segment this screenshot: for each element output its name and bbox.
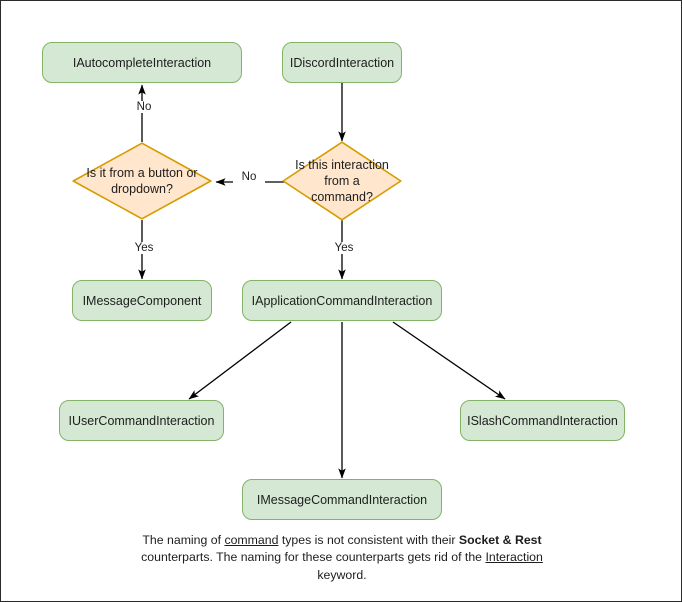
diagram-caption: The naming of command types is not consi… bbox=[132, 532, 552, 584]
node-decision-button-or-dropdown[interactable]: Is it from a button or dropdown? bbox=[72, 142, 212, 220]
caption-text: counterparts gets rid of the bbox=[335, 550, 486, 565]
node-label: Is this interaction from a command? bbox=[295, 157, 389, 205]
caption-text: counterparts. The naming for these bbox=[141, 550, 333, 565]
edge-label-no-left: No bbox=[233, 171, 265, 183]
diamond-shape bbox=[282, 141, 402, 221]
edge-label-yes-right: Yes bbox=[326, 242, 362, 254]
node-message-component[interactable]: IMessageComponent bbox=[72, 280, 212, 321]
edge-label-yes-left: Yes bbox=[126, 242, 162, 254]
caption-bold-socket: Socket bbox=[458, 533, 500, 547]
caption-text: The naming of bbox=[142, 533, 225, 547]
caption-underlined-command: command bbox=[224, 533, 279, 547]
caption-underlined-interaction: Interaction bbox=[485, 550, 543, 565]
diamond-shape bbox=[72, 142, 212, 220]
edge-label-no-up: No bbox=[128, 101, 160, 113]
caption-line-3: counterparts gets rid of the Interaction… bbox=[317, 550, 542, 581]
node-label: IAutocompleteInteraction bbox=[72, 55, 212, 70]
node-label: IApplicationCommandInteraction bbox=[251, 293, 433, 308]
node-application-command-interaction[interactable]: IApplicationCommandInteraction bbox=[242, 280, 442, 321]
edge-app-command-to-slash-command bbox=[392, 321, 506, 400]
node-message-command-interaction[interactable]: IMessageCommandInteraction bbox=[242, 479, 442, 520]
node-label: IDiscordInteraction bbox=[289, 55, 395, 70]
caption-text: & bbox=[499, 533, 515, 547]
node-label: IMessageComponent bbox=[82, 293, 202, 308]
node-slash-command-interaction[interactable]: ISlashCommandInteraction bbox=[460, 400, 625, 441]
caption-text: keyword. bbox=[317, 567, 367, 582]
node-label: ISlashCommandInteraction bbox=[467, 413, 618, 428]
node-discord-interaction[interactable]: IDiscordInteraction bbox=[282, 42, 402, 83]
caption-line-1: The naming of command types is not consi… bbox=[142, 533, 455, 547]
node-user-command-interaction[interactable]: IUserCommandInteraction bbox=[59, 400, 224, 441]
edge-app-command-to-user-command bbox=[188, 321, 292, 400]
node-autocomplete-interaction[interactable]: IAutocompleteInteraction bbox=[42, 42, 242, 83]
caption-bold-rest: Rest bbox=[514, 533, 542, 547]
node-label: Is it from a button or dropdown? bbox=[86, 165, 198, 196]
caption-text: types is not consistent with their bbox=[278, 533, 456, 547]
node-label: IUserCommandInteraction bbox=[68, 413, 215, 428]
caption-line-2: Socket & Rest counterparts. The naming f… bbox=[141, 533, 541, 564]
node-decision-from-command[interactable]: Is this interaction from a command? bbox=[282, 141, 402, 221]
node-label: IMessageCommandInteraction bbox=[256, 492, 428, 507]
